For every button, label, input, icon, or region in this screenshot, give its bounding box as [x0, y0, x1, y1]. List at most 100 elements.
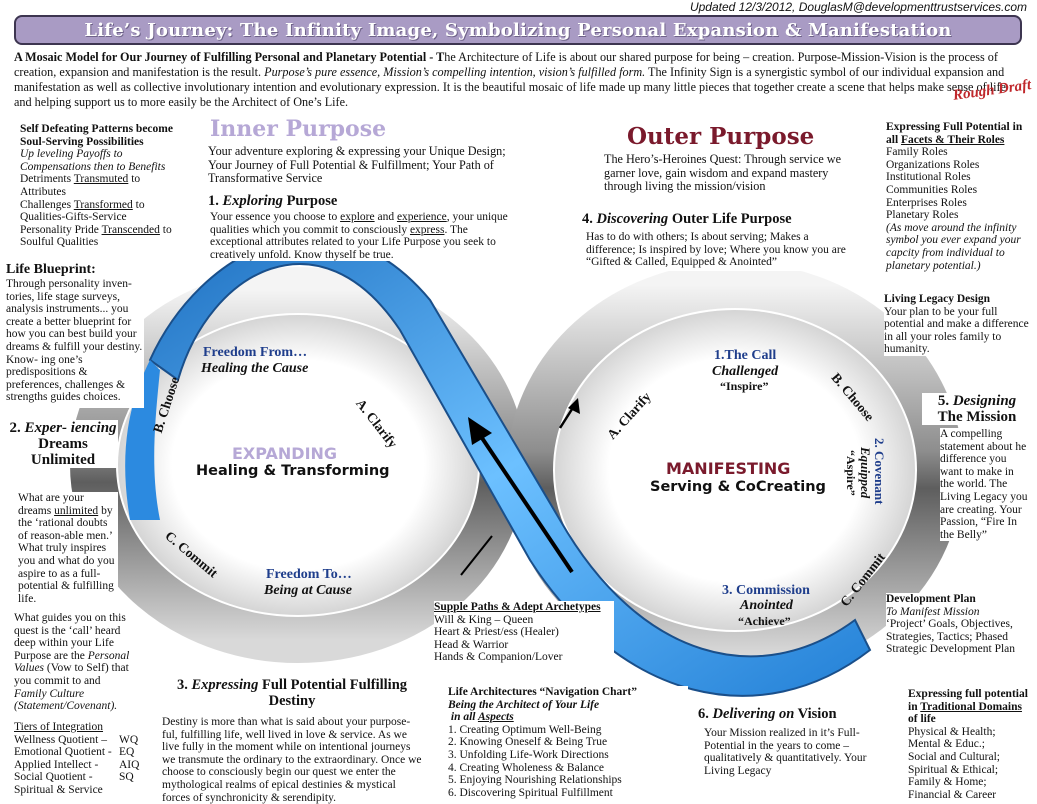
title-banner: Life’s Journey: The Infinity Image, Symb… — [14, 15, 1022, 45]
supple-box: Supple Paths & Adept Archetypes Will & K… — [434, 601, 614, 664]
nav-sub1: Being the Architect of Your Life — [448, 698, 600, 711]
tier-label: Social Quotient - — [14, 771, 93, 784]
inner-purpose-text: Your adventure exploring & expressing yo… — [208, 144, 506, 185]
domain-item: Financial & Career — [908, 788, 997, 801]
outer-purpose-title: Outer Purpose — [627, 123, 815, 150]
archetype-item: Hands & Companion/Lover — [434, 651, 563, 664]
experiencing-text: What are your dreams unlimited by the ‘r… — [18, 492, 118, 606]
designing-text: A compelling statement about he differen… — [940, 428, 1028, 542]
role-item: Family Roles — [886, 146, 948, 159]
nav-item: 4. Creating Wholeness & Balance — [448, 761, 604, 774]
role-item: Planetary Roles — [886, 209, 959, 222]
role-item: Communities Roles — [886, 183, 978, 196]
tier-code: EQ — [119, 746, 135, 759]
role-item: Organizations Roles — [886, 158, 980, 171]
delivering-heading: 6. Delivering on Vision — [698, 706, 898, 723]
being-at-cause: Being at Cause — [264, 583, 352, 598]
expressing-text: Destiny is more than what is said about … — [162, 716, 424, 804]
inner-purpose-title-wrap: Inner Purpose — [210, 116, 386, 142]
the-call: 1.The Call — [714, 348, 777, 363]
aspire: “Aspire” — [844, 450, 858, 496]
self-defeating-line1: Up leveling Payoffs to Compensations the… — [20, 148, 166, 173]
tier-label: Applied Intellect - — [14, 758, 99, 771]
full-potential-note: (As move around the infinity symbol you … — [886, 221, 1021, 272]
intro-p1: he Architecture of Life is about our sha… — [14, 50, 998, 79]
life-blueprint-title: Life Blueprint: — [6, 262, 96, 277]
living-legacy-title: Living Legacy Design — [884, 293, 991, 305]
tier-row: Spiritual & Service — [14, 784, 154, 797]
inspire: “Inspire” — [720, 379, 769, 393]
pride-line: Personality Pride Transcended to Soulful… — [20, 223, 172, 249]
main-arrow-head — [468, 417, 492, 445]
full-potential-box: Expressing Full Potential in all Facets … — [886, 121, 1031, 273]
domain-item: Spiritual & Ethical; — [908, 763, 999, 776]
nav-title: Life Architectures “Navigation Chart” — [448, 686, 637, 698]
quest-text: What guides you on this quest is the ‘ca… — [14, 612, 134, 713]
anointed: Anointed — [740, 598, 793, 613]
archetype-item: Head & Warrior — [434, 638, 509, 651]
page-title: Life’s Journey: The Infinity Image, Symb… — [84, 19, 952, 41]
domain-item: Mental & Educ.; — [908, 738, 985, 751]
crossing-line — [460, 535, 493, 576]
serving-cocreating: Serving & CoCreating — [650, 479, 826, 495]
delivering-text: Your Mission realized in it’s Full-Poten… — [704, 727, 867, 777]
domain-item: Family & Home; — [908, 776, 987, 789]
domain-item: Social and Cultural; — [908, 750, 1000, 763]
challenges-line: Challenges Transformed to Qualities-Gift… — [20, 198, 145, 224]
self-defeating-box: Self Defeating Patterns become Soul-Serv… — [20, 123, 188, 249]
equipped: Equipped — [858, 447, 873, 499]
tier-label: Emotional Quotient - — [14, 746, 112, 759]
achieve: “Achieve” — [738, 614, 791, 628]
discovering-text: Has to do with others; Is about serving;… — [586, 231, 848, 271]
intro-p2: The Infinity Sign is a synergistic symbo… — [14, 65, 1006, 109]
full-potential-title: Expressing Full Potential in all Facets … — [886, 121, 1023, 146]
tier-label: Wellness Quotient – — [14, 733, 107, 746]
tier-code: WQ — [119, 733, 139, 746]
nav-item: 1. Creating Optimum Well-Being — [448, 723, 602, 736]
tier-code: AIQ — [119, 758, 140, 771]
tier-row: Social Quotient - SQ — [14, 771, 154, 784]
nav-sub2: in all Aspects — [450, 711, 514, 724]
supple-title: Supple Paths & Adept Archetypes — [434, 601, 601, 613]
healing-transforming: Healing & Transforming — [196, 463, 390, 479]
life-blueprint-body: Through personality inven- tories, life … — [6, 278, 143, 404]
tier-row: Emotional Quotient - EQ — [14, 746, 154, 759]
role-item: Institutional Roles — [886, 171, 971, 184]
life-blueprint-box: Life Blueprint: Through personality inve… — [6, 262, 144, 408]
archetype-item: Heart & Priest/ess (Healer) — [434, 626, 559, 639]
exploring-heading: 1. Exploring Purpose — [208, 193, 338, 209]
covenant: 2. Covenant — [872, 438, 887, 505]
left-loop-inner — [118, 315, 478, 615]
development-text: ‘Project’ Goals, Objectives, Strategies,… — [886, 618, 1016, 656]
self-defeating-title: Self Defeating Patterns become Soul-Serv… — [20, 123, 173, 148]
archetype-item: Will & King – Queen — [434, 613, 534, 626]
role-item: Enterprises Roles — [886, 196, 967, 209]
small-arrow-head — [568, 398, 580, 414]
development-title: Development Plan — [886, 593, 976, 605]
intro-p1-italic: Purpose’s pure essence, Mission’s compel… — [264, 65, 646, 79]
traditional-box: Expressing full potential in Traditional… — [908, 688, 1034, 802]
intro-lead: A Mosaic Model for Our Journey of Fulfil… — [14, 50, 445, 64]
exploring-text: Your essence you choose to explore and e… — [210, 211, 510, 262]
development-sub: To Manifest Mission — [886, 605, 980, 618]
nav-item: 6. Discovering Spiritual Fulfillment — [448, 786, 613, 799]
main-arrow-line — [476, 430, 574, 574]
tier-row: Applied Intellect - AIQ — [14, 759, 154, 772]
tier-code: SQ — [119, 771, 134, 784]
challenged: Challenged — [712, 364, 779, 379]
intro-paragraph: A Mosaic Model for Our Journey of Fulfil… — [14, 50, 1024, 110]
development-box: Development Plan To Manifest Mission ‘Pr… — [886, 593, 1032, 656]
expanding-label: EXPANDING — [232, 444, 338, 463]
manifesting-label: MANIFESTING — [666, 459, 791, 478]
nav-item: 5. Enjoying Nourishing Relationships — [448, 774, 622, 787]
right-loop-inner — [555, 310, 915, 630]
expressing-heading: 3. Expressing Full Potential Fulfilling … — [160, 677, 424, 709]
traditional-list: Physical & Health;Mental & Educ.;Social … — [908, 726, 1034, 802]
freedom-to: Freedom To… — [266, 567, 352, 582]
updated-note: Updated 12/3/2012, DouglasM@developmentt… — [689, 0, 1027, 14]
tier-label: Spiritual & Service — [14, 783, 103, 796]
